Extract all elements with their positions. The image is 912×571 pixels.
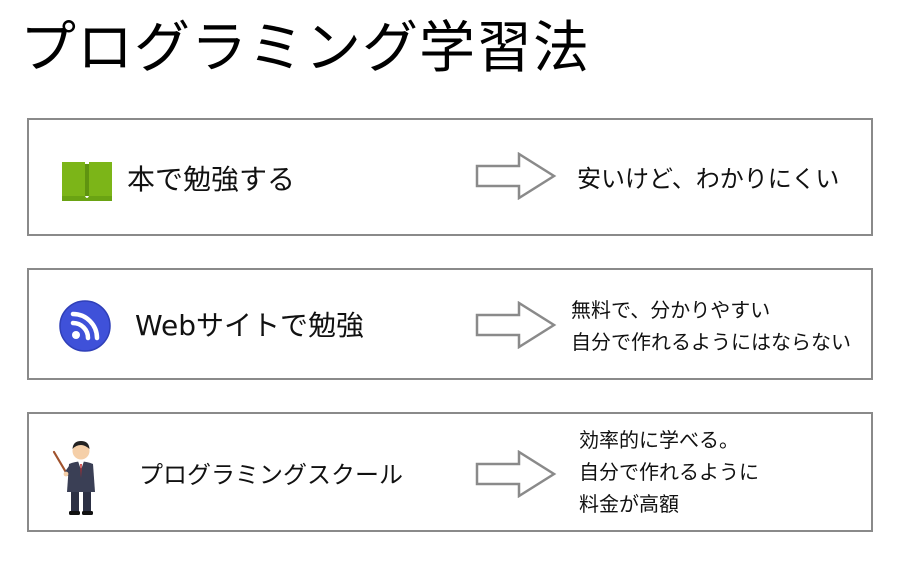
- method-row-book: 本で勉強する 安いけど、わかりにくい: [27, 118, 873, 236]
- method-label-book: 本で勉強する: [127, 163, 296, 196]
- result-line: 自分で作れるように: [579, 460, 759, 484]
- teacher-icon: [52, 441, 95, 515]
- result-line: 安いけど、わかりにくい: [577, 165, 840, 193]
- method-result-book: 安いけど、わかりにくい: [577, 162, 839, 196]
- arrow-right-icon: [475, 450, 557, 498]
- method-result-school: 効率的に学べる。 自分で作れるように 料金が高額: [579, 424, 759, 520]
- arrow-right-icon: [475, 301, 557, 349]
- result-line: 自分で作れるようにはならない: [571, 330, 851, 354]
- page-title: プログラミング学習法: [20, 16, 590, 81]
- open-book-icon: [62, 162, 112, 201]
- method-row-school: プログラミングスクール 効率的に学べる。 自分で作れるように 料金が高額: [27, 412, 873, 532]
- method-label-web: Webサイトで勉強: [135, 309, 365, 342]
- result-line: 料金が高額: [579, 492, 679, 516]
- rss-feed-icon: [59, 300, 111, 352]
- result-line: 効率的に学べる。: [579, 428, 739, 452]
- method-result-web: 無料で、分かりやすい 自分で作れるようにはならない: [571, 294, 851, 358]
- result-line: 無料で、分かりやすい: [571, 298, 771, 322]
- method-label-school: プログラミングスクール: [139, 461, 403, 489]
- method-row-web: Webサイトで勉強 無料で、分かりやすい 自分で作れるようにはならない: [27, 268, 873, 380]
- arrow-right-icon: [475, 152, 557, 200]
